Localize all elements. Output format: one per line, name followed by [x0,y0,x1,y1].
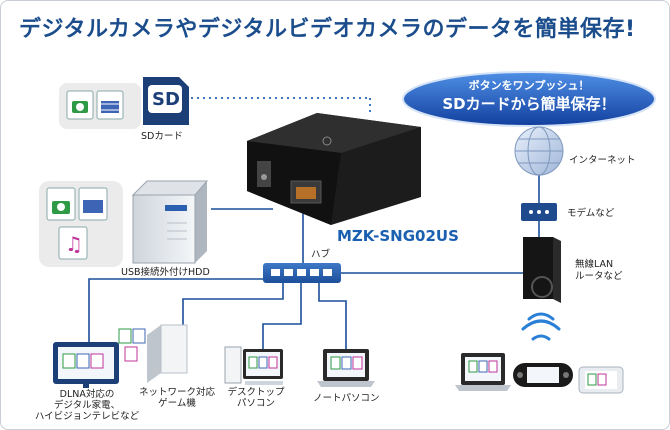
hub-icon [263,263,341,283]
notebook-label: ノートパソコン [313,393,380,404]
internet-label: インターネット [569,155,636,166]
page-title: デジタルカメラやデジタルビデオカメラのデータを簡単保存! [19,17,636,42]
callout-bubble [402,71,656,127]
hub-desktop-link [262,283,302,349]
usb-hdd-icon [131,180,209,264]
desktop-label-line-1: デスクトップ [227,387,285,398]
tv-label-line-3: ハイビジョンテレビなど [34,411,140,422]
hub-label: ハブ [311,249,331,260]
game-label-line-2: ゲーム機 [158,398,196,409]
wireless-router-icon [523,237,561,303]
device-model-label: MZK-SNG02US [337,227,459,245]
notebook-pc-icon [317,349,375,387]
callout-line-2: SDカードから簡単保存！ [442,95,616,113]
desktop-pc-icon [224,346,283,385]
sd-media-panel [59,83,141,129]
hub-tv-link [88,278,271,344]
tv-label-line-1: DLNA対応の [59,389,115,400]
sd-symbol: SD [152,89,180,110]
wireless-laptop-icon [455,353,511,391]
mzk-device [247,113,421,225]
game-console-icon [118,324,188,383]
hdd-media-panel: ♫ [39,181,123,267]
game-label-line-1: ネットワーク対応 [138,387,215,398]
callout-line-1: ボタンをワンプッシュ！ [468,79,590,92]
smartphone-icon [578,366,624,394]
modem-label: モデムなど [567,208,615,219]
router-label-line-2: ルータなど [575,271,623,282]
internet-globe-icon [514,126,564,176]
sd-card-label: SDカード [141,131,183,142]
tv-label-line-2: デジタル家電、 [53,400,121,411]
portable-game-icon [513,363,573,387]
modem-icon [521,203,557,221]
router-label-line-1: 無線LAN [575,259,614,270]
sd-card-icon [143,77,189,125]
wifi-signal-icon [521,312,561,341]
hub-notebook-link [318,283,347,349]
hdd-label: USB接続外付けHDD [121,267,210,278]
desktop-label-line-2: パソコン [236,398,275,409]
hub-game-link [182,283,284,344]
svg-text:♫: ♫ [65,232,83,256]
tv-icon [53,342,119,388]
connection-lines [88,174,540,349]
